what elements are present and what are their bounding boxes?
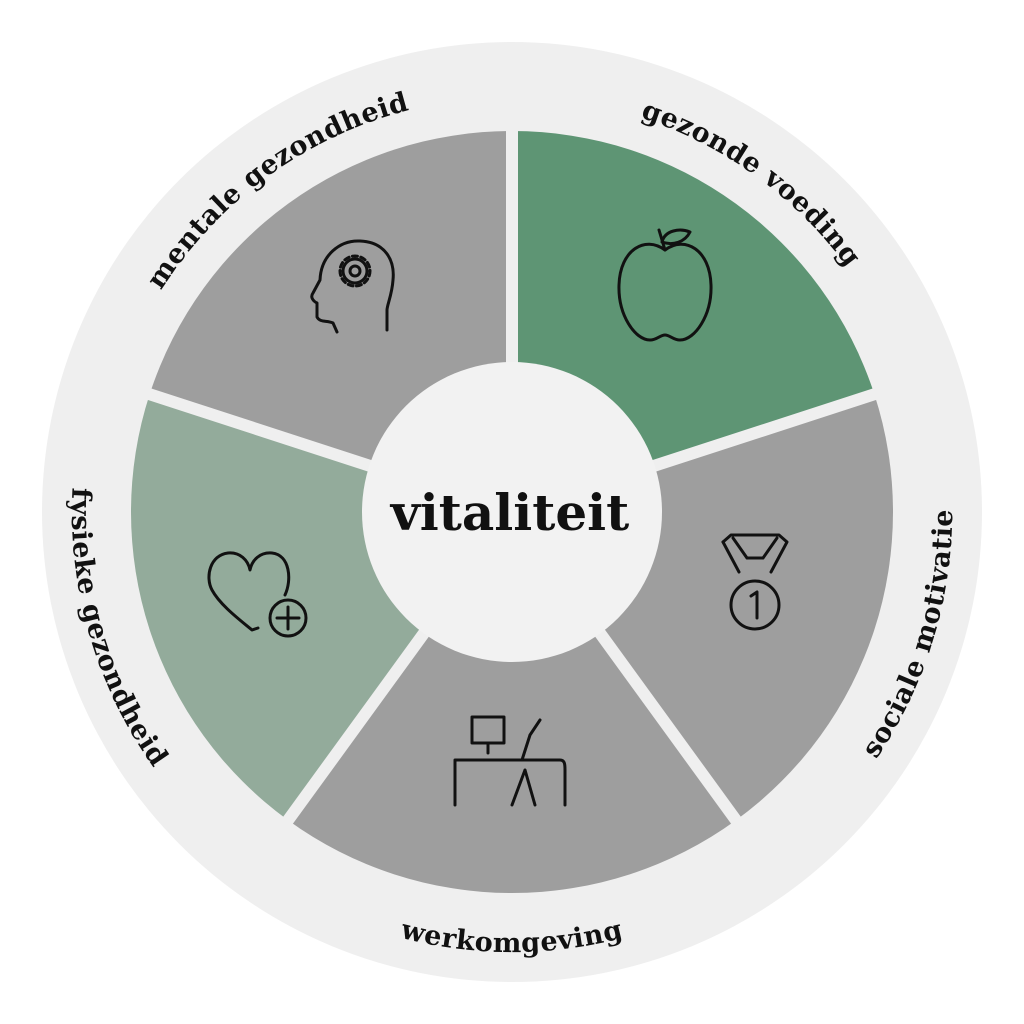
center-label: vitaliteit	[390, 483, 630, 542]
center-circle	[362, 362, 662, 662]
head-gear-icon	[310, 239, 395, 334]
heart-plus-icon	[207, 551, 308, 638]
segment-werkomgeving	[288, 512, 736, 893]
medal-icon	[721, 533, 789, 631]
apple-icon	[617, 228, 713, 342]
desk-computer-icon	[453, 715, 567, 807]
